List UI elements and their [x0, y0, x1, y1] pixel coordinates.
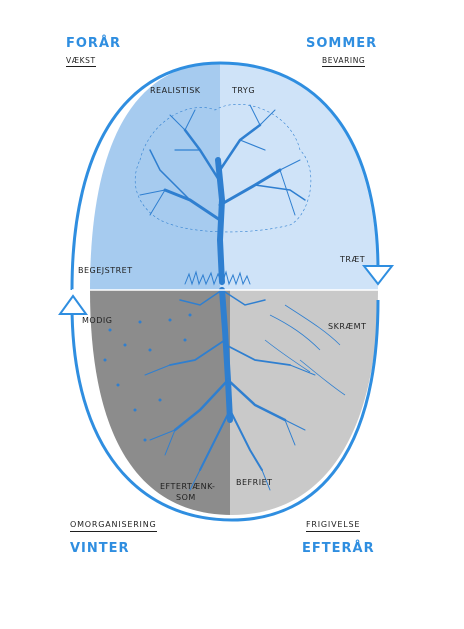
autumn-theme-label: FRIGIVELSE: [306, 520, 361, 532]
winter-theme-label: OMORGANISERING: [70, 520, 157, 532]
word-modig: MODIG: [82, 316, 113, 325]
word-skraemt: SKRÆMT: [328, 322, 367, 331]
word-eftertaenksom-line2: SOM: [176, 493, 196, 502]
arrow-down-icon: [361, 265, 395, 286]
word-tryg: TRYG: [232, 86, 256, 95]
wind-strokes: [264, 304, 346, 396]
tree-illustration: [134, 103, 316, 491]
autumn-quadrant: [230, 290, 378, 515]
spring-theme-label: VÆKST: [66, 56, 96, 67]
spring-season-label: FORÅR: [66, 36, 122, 51]
summer-theme-label: BEVARING: [322, 56, 366, 67]
word-traet: TRÆT: [340, 255, 366, 264]
word-eftertaenksom-line1: EFTERTÆNK-: [160, 482, 216, 491]
summer-season-label: SOMMER: [306, 36, 378, 51]
cycle-arc: [70, 61, 380, 291]
arrow-up-icon: [58, 294, 88, 315]
winter-season-label: VINTER: [70, 541, 130, 556]
word-realistisk: REALISTISK: [150, 86, 201, 95]
autumn-season-label: EFTERÅR: [302, 541, 375, 556]
word-befriet: BEFRIET: [236, 478, 273, 487]
word-begejstret: BEGEJSTRET: [78, 266, 133, 275]
cycle-arc-lower: [70, 299, 380, 522]
